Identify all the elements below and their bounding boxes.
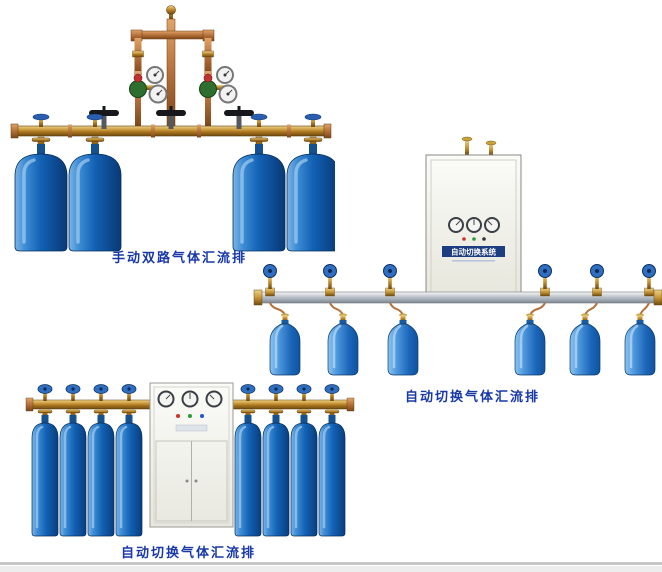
auto-switch-manifold-illustration	[25, 382, 355, 538]
shutoff-valve-handwheel	[224, 106, 254, 129]
gas-cylinder	[268, 312, 302, 377]
gas-cylinder	[30, 407, 60, 538]
gas-cylinder	[86, 407, 116, 538]
gas-cylinder	[326, 312, 360, 377]
pressure-regulator-station	[128, 66, 168, 128]
indicator-button	[482, 237, 486, 241]
gas-cylinder	[513, 312, 547, 377]
name-plate	[175, 424, 208, 432]
bottom-divider	[0, 562, 662, 565]
manifold-pipe	[253, 289, 662, 306]
cylinder-valve-handwheel	[93, 384, 109, 402]
product-caption-auto-switch-2: 自动切换气体汇流排	[121, 545, 257, 560]
pigtail-hoses	[269, 302, 650, 316]
top-valve-icon	[166, 5, 176, 15]
copper-header-pipes	[130, 5, 215, 128]
cylinder-valve-handwheel	[37, 384, 53, 402]
inlet-valve-icon	[461, 136, 473, 142]
gas-cylinder	[623, 312, 657, 377]
cylinder-valve-handwheel	[32, 113, 50, 128]
gas-cylinder	[317, 407, 347, 538]
control-cabinet	[149, 382, 234, 528]
pressure-regulator-station	[198, 66, 238, 128]
product-auto-switch-manifold	[18, 373, 366, 550]
cylinder-valve-handwheel	[642, 264, 656, 297]
bottom-divider-light	[0, 566, 662, 572]
cylinder-valve-handwheel	[121, 384, 137, 402]
cabinet-label: 自动切换系统	[451, 247, 496, 257]
cylinder-valve-handwheel	[304, 113, 322, 128]
cylinder-valve-handwheel	[296, 384, 312, 402]
gas-cylinder	[67, 135, 123, 253]
manual-manifold-illustration	[10, 5, 341, 253]
door-handle	[185, 479, 189, 483]
cylinder-valve-handwheel	[324, 384, 340, 402]
product-auto-switch-cabinet: 自动切换系统	[250, 132, 662, 389]
cylinder-valve-handwheel	[263, 264, 277, 297]
indicator-light-red	[462, 237, 466, 241]
cylinder-valve-handwheel	[590, 264, 604, 297]
cylinder-valve-handwheel	[65, 384, 81, 402]
gas-cylinder	[233, 407, 263, 538]
shutoff-valve-handwheel	[156, 106, 186, 129]
cylinder-valve-handwheel	[268, 384, 284, 402]
gas-cylinder	[289, 407, 319, 538]
control-cabinet: 自动切换系统	[425, 136, 522, 301]
gas-cylinder	[568, 312, 602, 377]
gas-cylinder	[13, 135, 69, 253]
door-handle	[194, 479, 198, 483]
inlet-valve-icon	[485, 140, 497, 146]
indicator-light-green	[188, 414, 192, 418]
product-caption-manual-dual: 手动双路气体汇流排	[112, 250, 248, 265]
indicator-light-red	[176, 414, 180, 418]
cylinder-valve-handwheel	[323, 264, 337, 297]
product-manual-dual-manifold	[5, 5, 341, 262]
indicator-light-blue	[200, 414, 204, 418]
cabinet-label-strip	[442, 246, 505, 257]
gas-cylinder	[58, 407, 88, 538]
cylinder-valve-handwheel	[538, 264, 552, 297]
cylinder-valve-handwheel	[250, 113, 268, 128]
auto-switch-illustration: 自动切换系统	[253, 136, 662, 377]
cylinder-valve-handwheel	[240, 384, 256, 402]
indicator-light-green	[472, 237, 476, 241]
cylinder-valve-handwheel	[383, 264, 397, 297]
cylinder-valve-handwheel	[86, 113, 104, 128]
gas-cylinder	[114, 407, 144, 538]
product-caption-auto-switch-1: 自动切换气体汇流排	[405, 389, 541, 404]
gas-cylinder	[261, 407, 291, 538]
gas-cylinder	[386, 312, 420, 377]
